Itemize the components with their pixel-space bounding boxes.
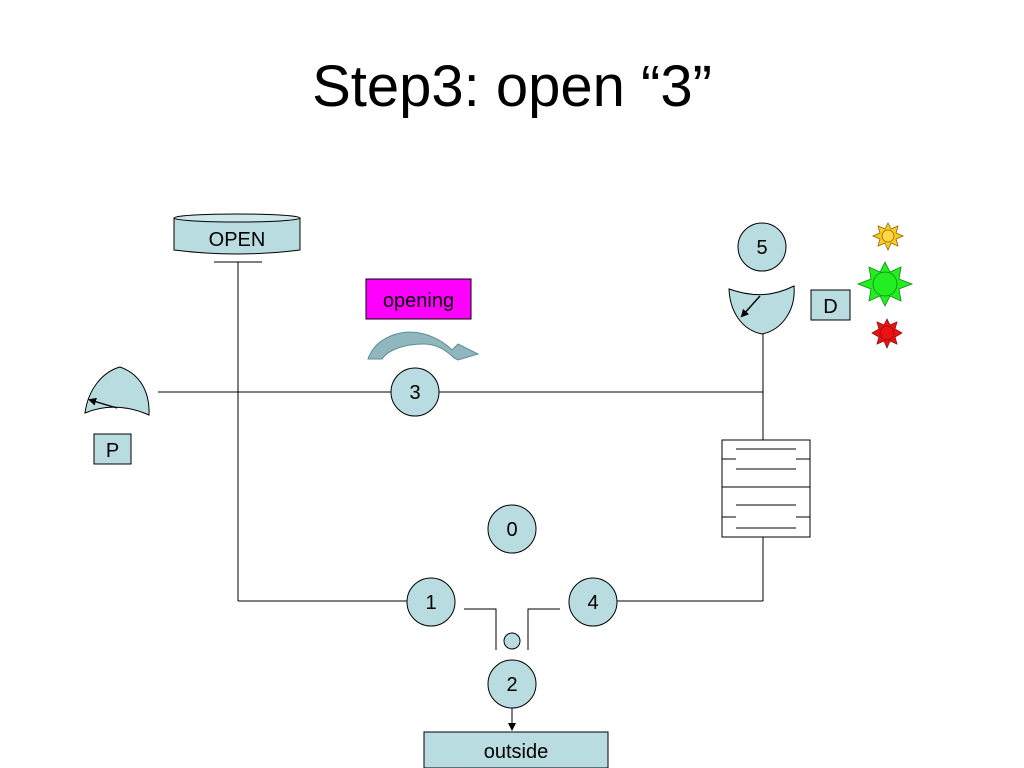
right-gate-wall [527,608,560,650]
connector-lines [158,261,764,731]
opening-tag: opening [365,278,472,320]
green-star-light-icon [856,261,914,307]
node-5: 5 [737,222,787,272]
node-0-label: 0 [506,519,517,541]
opening-tag-label: opening [383,290,454,312]
red-star-light-icon [871,318,903,350]
node-2-label: 2 [506,674,517,696]
curved-arrow-icon [367,331,480,361]
node-4-label: 4 [587,592,598,614]
left-gate-wall [464,608,497,650]
p-box-label: P [106,440,119,462]
node-2: 2 [487,659,537,709]
open-database: OPEN [173,213,301,255]
d-box: D [810,289,851,321]
node-3: 3 [390,367,440,417]
outside-box-label: outside [484,741,549,763]
node-1: 1 [406,577,456,627]
node-0: 0 [487,504,537,554]
node-1-label: 1 [425,592,436,614]
d-gauge-icon [728,285,795,335]
d-box-label: D [823,296,837,318]
token-dot [503,632,521,650]
node-3-label: 3 [409,382,420,404]
node-5-label: 5 [756,237,767,259]
yellow-star-light-icon [871,222,905,252]
node-4: 4 [568,577,618,627]
open-database-label: OPEN [209,229,266,251]
outside-box: outside [423,731,609,768]
p-box: P [93,433,132,465]
slide-title: Step3: open “3” [312,54,712,119]
p-gauge-icon [84,366,150,416]
queue-stack-icon [721,439,811,538]
